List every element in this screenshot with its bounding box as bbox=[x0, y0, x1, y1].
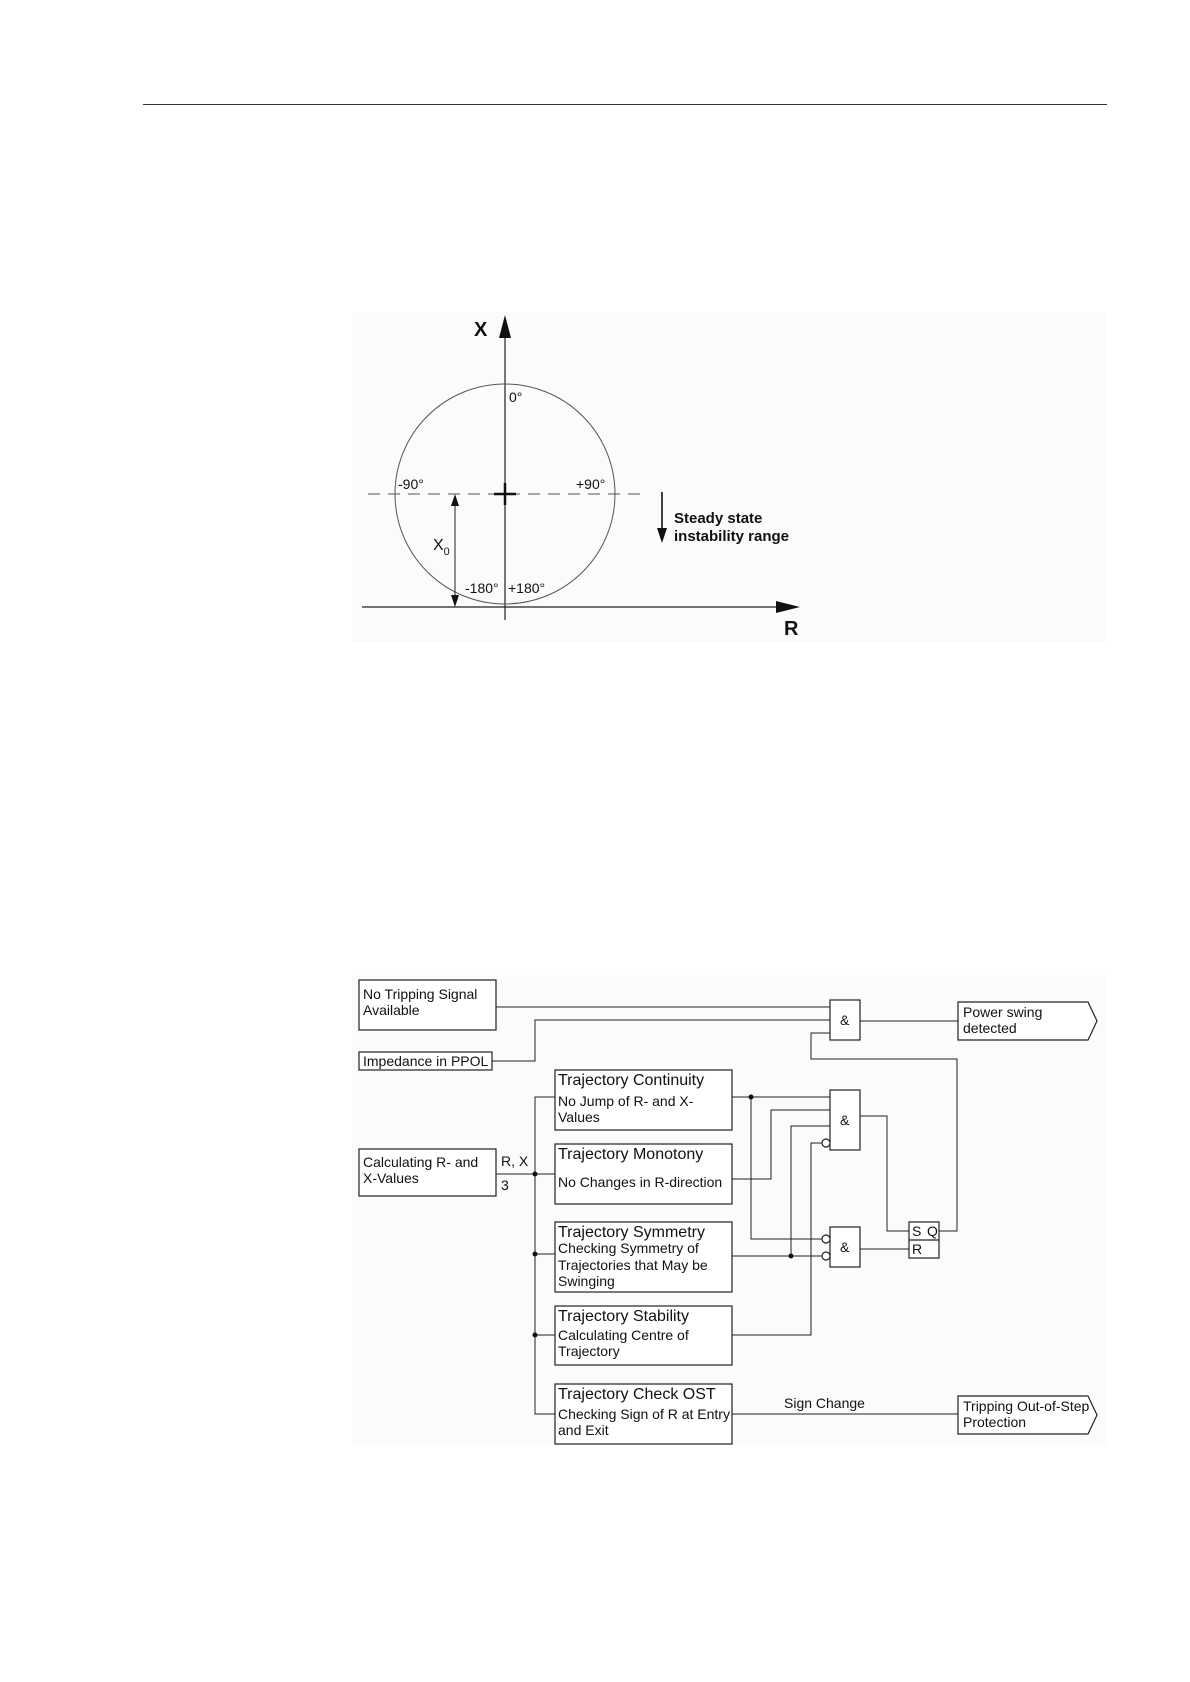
block-ost-title: Trajectory Check OST bbox=[558, 1386, 716, 1403]
and-gate-3-symbol: & bbox=[840, 1239, 850, 1255]
inverter-circle-3 bbox=[821, 1251, 831, 1261]
instability-range-line1: Steady state bbox=[674, 510, 762, 527]
calculating-rx-box bbox=[358, 1148, 497, 1197]
junction-dots bbox=[532, 1094, 794, 1338]
block-continuity-line1: No Jump of R- and X- bbox=[558, 1093, 694, 1109]
and-gate-2 bbox=[829, 1089, 861, 1151]
block-monotony-title: Trajectory Monotony bbox=[558, 1146, 703, 1163]
trajectory-monotony-box bbox=[554, 1143, 733, 1205]
block-stability-title: Trajectory Stability bbox=[558, 1308, 689, 1325]
instability-range-line2: instability range bbox=[674, 528, 789, 545]
x0-label: X0 bbox=[433, 537, 450, 558]
power-swing-line2: detected bbox=[963, 1020, 1017, 1036]
inverter-circle-1 bbox=[821, 1138, 831, 1148]
and-gate-2-symbol: & bbox=[840, 1112, 850, 1128]
block-symmetry-line1: Checking Symmetry of bbox=[558, 1240, 699, 1256]
block-symmetry-line3: Swinging bbox=[558, 1273, 615, 1289]
angle-minus-90-label: -90° bbox=[398, 476, 424, 492]
instability-range-arrowhead bbox=[657, 528, 667, 543]
figure2-background bbox=[352, 975, 1107, 1445]
calculating-line1: Calculating R- and bbox=[363, 1154, 478, 1170]
flipflop-q: Q bbox=[927, 1223, 938, 1239]
connection-wires bbox=[492, 1006, 958, 1415]
angle-minus-180-label: -180° bbox=[465, 580, 499, 596]
no-tripping-line1: No Tripping Signal bbox=[363, 986, 477, 1002]
block-ost-line1: Checking Sign of R at Entry bbox=[558, 1406, 730, 1422]
bus-count: 3 bbox=[501, 1177, 509, 1193]
x-axis-label: X bbox=[474, 319, 488, 341]
power-swing-output bbox=[957, 1001, 1098, 1041]
and-gate-3 bbox=[829, 1226, 861, 1268]
impedance-plane-diagram: X R 0° -90° +90° -180° +180° X0 Steady s… bbox=[352, 312, 1107, 642]
block-ost-line2: and Exit bbox=[558, 1422, 609, 1438]
angle-plus-90-label: +90° bbox=[576, 476, 605, 492]
block-stability-line2: Trajectory bbox=[558, 1343, 620, 1359]
x-axis-arrowhead bbox=[499, 315, 511, 338]
tripping-ost-line2: Protection bbox=[963, 1414, 1026, 1430]
block-continuity-title: Trajectory Continuity bbox=[558, 1072, 704, 1089]
x0-arrow-top bbox=[451, 494, 459, 506]
impedance-ppol-label: Impedance in PPOL bbox=[363, 1053, 489, 1069]
bus-label: R, X bbox=[501, 1153, 529, 1169]
no-tripping-line2: Available bbox=[363, 1002, 420, 1018]
calculating-line2: X-Values bbox=[363, 1170, 419, 1186]
block-continuity-line2: Values bbox=[558, 1109, 600, 1125]
inverter-circle-2 bbox=[821, 1234, 831, 1244]
flipflop-r: R bbox=[912, 1241, 922, 1257]
trajectory-symmetry-box bbox=[554, 1221, 733, 1293]
block-monotony-line1: No Changes in R-direction bbox=[558, 1174, 722, 1190]
header-rule bbox=[143, 104, 1107, 105]
power-swing-line1: Power swing bbox=[963, 1004, 1042, 1020]
r-axis-label: R bbox=[784, 618, 799, 640]
power-swing-logic-diagram: No Tripping Signal Available Impedance i… bbox=[352, 975, 1107, 1445]
block-stability-line1: Calculating Centre of bbox=[558, 1327, 689, 1343]
trajectory-continuity-box bbox=[554, 1069, 733, 1131]
flipflop-s: S bbox=[912, 1223, 921, 1239]
angle-plus-180-label: +180° bbox=[508, 580, 545, 596]
x0-arrow-bottom bbox=[451, 595, 459, 607]
block-symmetry-title: Trajectory Symmetry bbox=[558, 1224, 705, 1241]
r-axis-arrowhead bbox=[776, 601, 800, 613]
no-tripping-signal-box bbox=[358, 979, 497, 1031]
angle-0-label: 0° bbox=[509, 389, 522, 405]
block-symmetry-line2: Trajectories that May be bbox=[558, 1257, 708, 1273]
tripping-ost-line1: Tripping Out-of-Step bbox=[963, 1398, 1090, 1414]
and-gate-1-symbol: & bbox=[840, 1012, 850, 1028]
sign-change-label: Sign Change bbox=[784, 1395, 865, 1411]
figure1-background bbox=[352, 312, 1107, 642]
tripping-ost-output bbox=[957, 1395, 1098, 1435]
